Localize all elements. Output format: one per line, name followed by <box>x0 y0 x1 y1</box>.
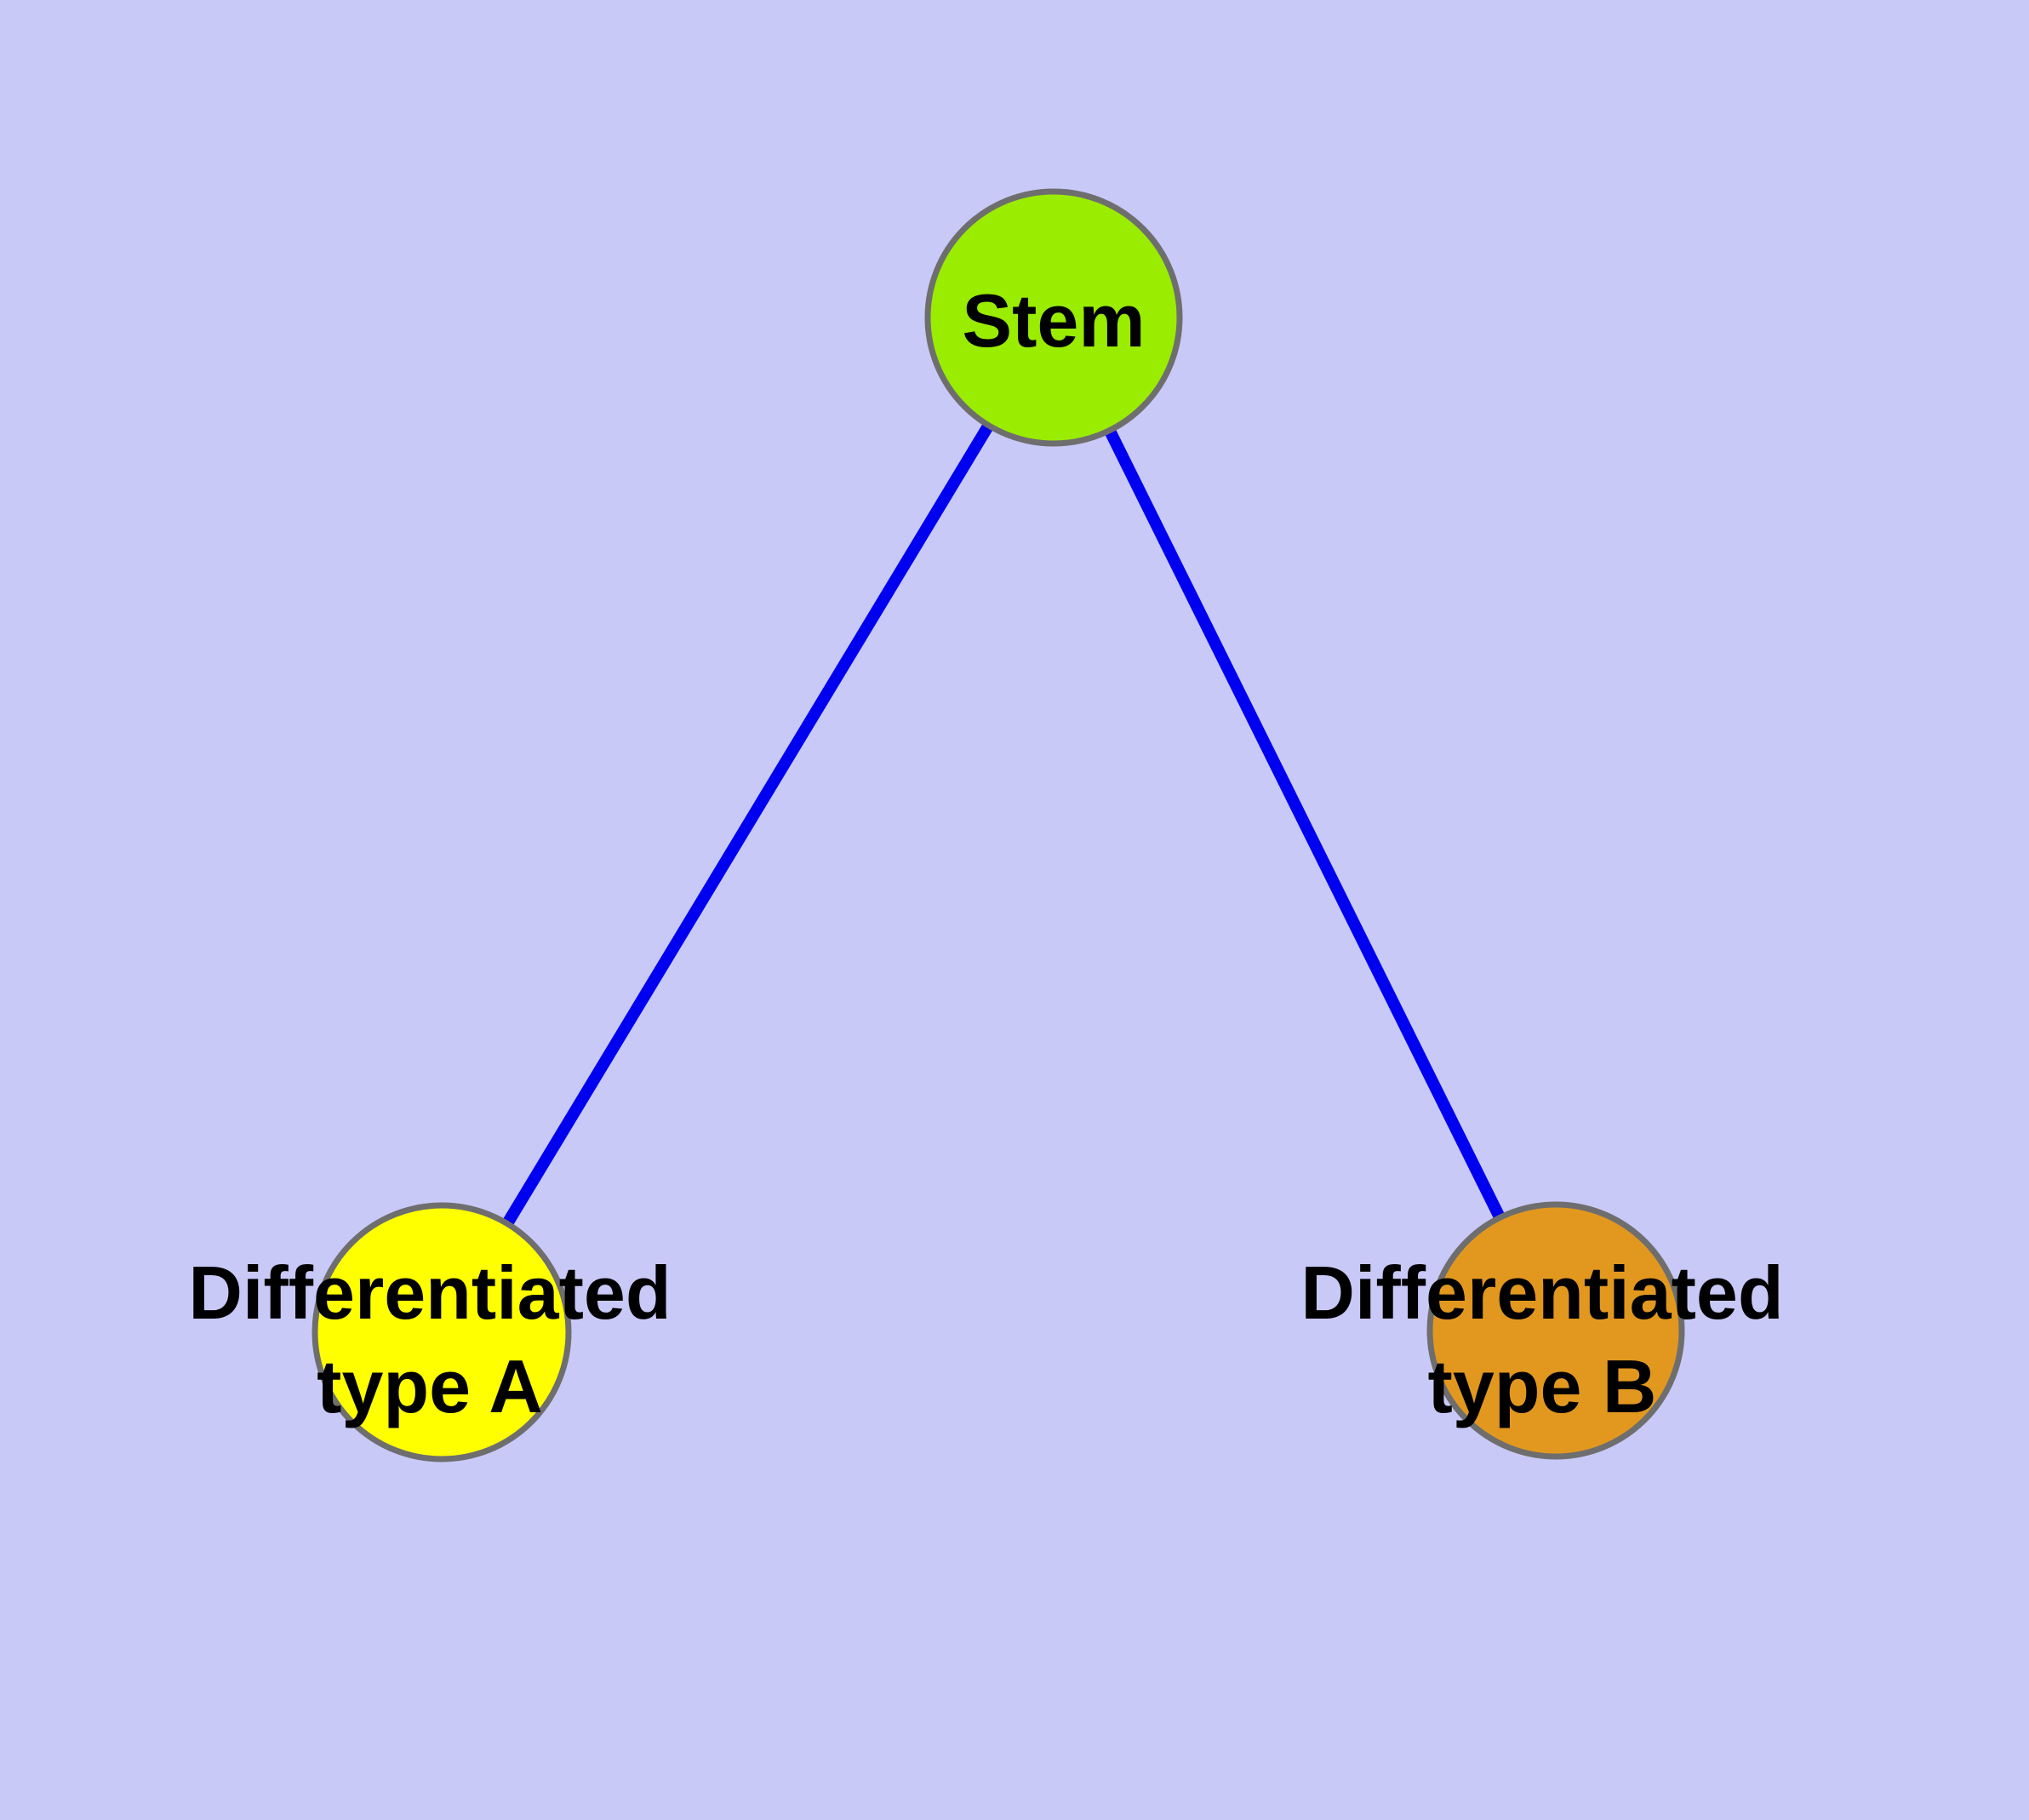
node-differentiated-type-a-circle <box>311 1202 572 1462</box>
node-stem-circle <box>924 188 1183 447</box>
node-differentiated-type-b-label-line2: type B <box>1428 1344 1657 1428</box>
edge-stem-to-type-a <box>437 314 1059 1336</box>
node-differentiated-type-b-label-line1: Differentiated <box>1300 1251 1783 1335</box>
node-differentiated-type-b-circle <box>1426 1201 1685 1460</box>
node-stem-label: Stem <box>962 278 1145 363</box>
node-differentiated-type-a-label-line2: type A <box>317 1344 543 1428</box>
node-differentiated-type-a-label-line1: Differentiated <box>188 1251 671 1335</box>
edge-stem-to-type-b <box>1048 314 1562 1334</box>
